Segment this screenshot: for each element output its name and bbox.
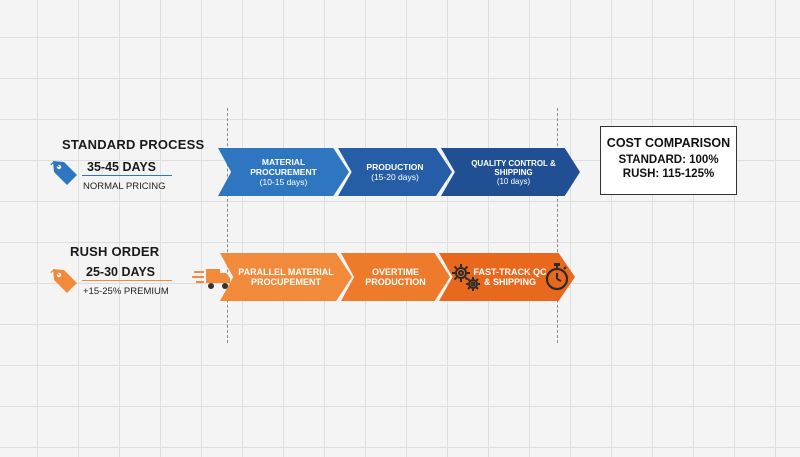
step-production: PRODUCTION(15-20 days) bbox=[338, 148, 452, 196]
step-duration: (10 days) bbox=[496, 176, 531, 186]
step-label: MATERIAL PROCUREMENT bbox=[250, 157, 317, 177]
step-label: PRODUCTION bbox=[366, 162, 424, 172]
step-label: FAST-TRACK QC bbox=[473, 267, 547, 277]
standard-underline bbox=[82, 175, 172, 176]
cost-rush: RUSH: 115-125% bbox=[622, 168, 715, 180]
rush-underline bbox=[82, 280, 172, 281]
price-tag-icon bbox=[50, 269, 77, 293]
cost-comparison-box: COST COMPARISON STANDARD: 100% RUSH: 115… bbox=[600, 126, 737, 195]
timeline-start-marker bbox=[227, 108, 228, 343]
price-tag-icon bbox=[50, 161, 77, 185]
standard-pricing: NORMAL PRICING bbox=[83, 181, 166, 192]
step-duration: (15-20 days) bbox=[371, 172, 419, 182]
delivery-truck-icon bbox=[192, 269, 230, 289]
step-label: PARALLEL MATERIAL bbox=[238, 267, 334, 277]
step-label-line2: PROCUPEMENT bbox=[250, 277, 321, 287]
step-label-line2: & SHIPPING bbox=[483, 277, 536, 287]
rush-order-title: RUSH ORDER bbox=[70, 244, 160, 259]
step-duration: (10-15 days) bbox=[259, 177, 308, 187]
step-label: OVERTIME bbox=[371, 267, 419, 277]
timeline-end-marker bbox=[557, 108, 558, 343]
step-label: QUALITY CONTROL & SHIPPING bbox=[471, 158, 556, 177]
step-material-procurement: MATERIAL PROCUREMENT(10-15 days) bbox=[218, 148, 349, 196]
cost-standard: STANDARD: 100% bbox=[618, 154, 719, 166]
rush-pricing: +15-25% PREMIUM bbox=[83, 286, 169, 297]
step-label-line2: PRODUCTION bbox=[365, 277, 426, 287]
cost-comparison-title: COST COMPARISON bbox=[606, 136, 731, 150]
standard-process-title: STANDARD PROCESS bbox=[62, 137, 205, 152]
stopwatch-icon bbox=[545, 263, 569, 291]
step-quality-control-shipping: QUALITY CONTROL & SHIPPING(10 days) bbox=[441, 148, 580, 196]
rush-duration: 25-30 DAYS bbox=[86, 265, 156, 279]
gears-icon bbox=[452, 264, 480, 291]
standard-duration: 35-45 DAYS bbox=[87, 160, 157, 174]
